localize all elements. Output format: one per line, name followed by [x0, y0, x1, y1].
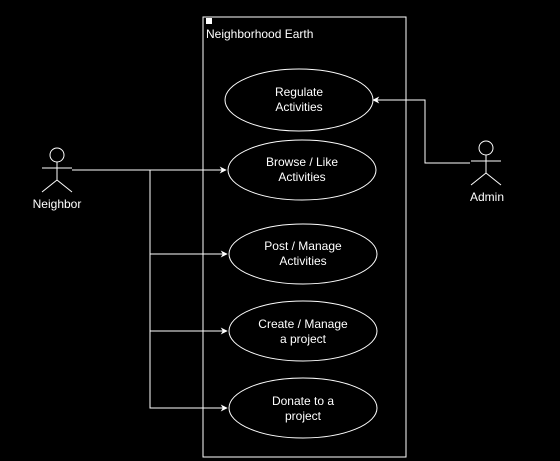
use-case-label-line2: Activities — [279, 254, 326, 268]
use-case-label-line1: Create / Manage — [258, 317, 348, 331]
use-case-create[interactable]: Create / Manage a project — [228, 300, 378, 362]
association-neighbor-donate — [149, 331, 228, 412]
use-case-label-line2: a project — [280, 332, 327, 346]
system-title: Neighborhood Earth — [206, 27, 313, 41]
use-case-post[interactable]: Post / Manage Activities — [228, 223, 378, 285]
use-case-browse[interactable]: Browse / Like Activities — [227, 139, 377, 201]
use-case-label-line2: Activities — [278, 170, 325, 184]
use-case-label-line1: Browse / Like — [266, 155, 338, 169]
system-boundary-icon — [206, 18, 212, 24]
stick-figure-icon — [49, 147, 65, 163]
use-case-label-line1: Donate to a — [272, 394, 334, 408]
use-case-label-line1: Post / Manage — [264, 239, 342, 253]
use-case-regulate[interactable]: Regulate Activities — [224, 68, 374, 132]
actor-admin-label: Admin — [470, 190, 504, 204]
use-case-donate[interactable]: Donate to a project — [228, 377, 378, 439]
use-case-label-line2: Activities — [275, 100, 322, 114]
association-neighbor-create — [149, 254, 228, 335]
use-case-label-line2: project — [285, 409, 322, 423]
stick-figure-icon — [478, 140, 494, 156]
actor-neighbor[interactable] — [41, 147, 73, 193]
use-case-label-line1: Regulate — [275, 85, 323, 99]
association-neighbor-post — [72, 169, 228, 258]
neighbor-associations — [72, 166, 228, 412]
actor-neighbor-label: Neighbor — [33, 197, 82, 211]
actor-admin[interactable] — [470, 140, 502, 186]
association-admin-regulate — [372, 96, 470, 164]
system-boundary[interactable] — [202, 16, 407, 458]
